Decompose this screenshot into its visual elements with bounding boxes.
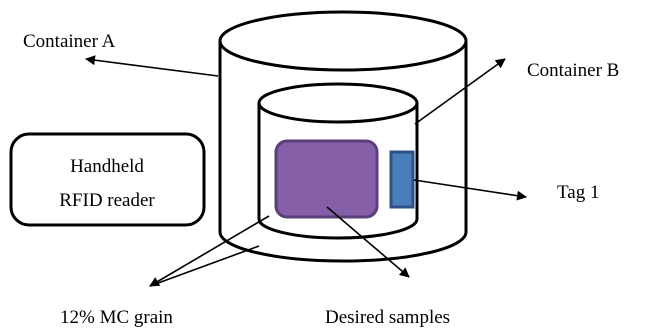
container-a-body (218, 41, 468, 263)
container-a-arrow (85, 55, 219, 77)
container-a-label: Container A (23, 31, 116, 52)
rfid-reader-label-line2: RFID reader (59, 190, 155, 211)
tag-1-arrow (413, 179, 527, 201)
desired-samples-block (274, 139, 379, 219)
grain-arrow-outer (149, 245, 260, 287)
tag-1-label: Tag 1 (557, 182, 599, 203)
container-a-cylinder (218, 10, 468, 263)
container-b-rim (257, 82, 419, 124)
samples-arrow (326, 206, 410, 278)
container-b-cylinder (257, 82, 419, 240)
container-b-body (257, 103, 419, 240)
container-b-label: Container B (527, 60, 619, 81)
rfid-reader-box (9, 132, 206, 227)
samples-label: Desired samples (325, 307, 450, 328)
grain-arrow-inner (149, 215, 270, 287)
container-b-arrow (414, 58, 506, 125)
rfid-reader-label-line1: Handheld (70, 156, 144, 177)
tag-1-block (389, 150, 415, 209)
grain-label: 12% MC grain (60, 307, 173, 328)
container-a-rim (218, 10, 468, 72)
